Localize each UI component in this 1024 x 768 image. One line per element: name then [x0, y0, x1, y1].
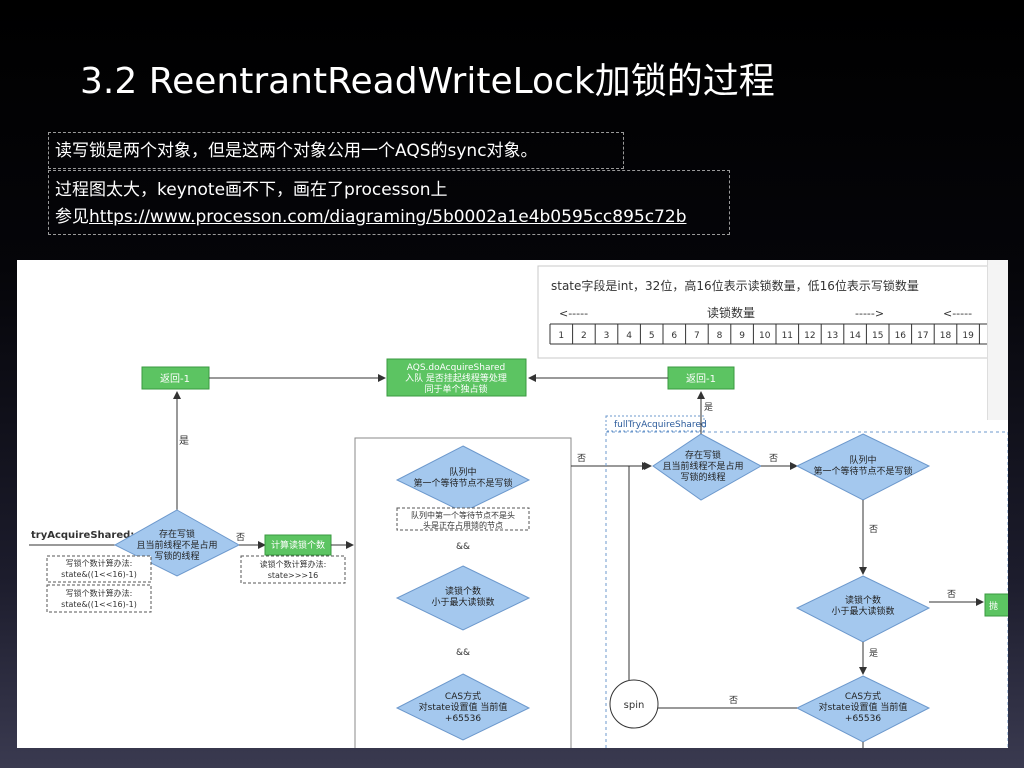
state-layout-box: [537, 265, 991, 359]
bit-cell-label: 3: [604, 331, 610, 341]
flowchart-svg: state字段是int，32位，高16位表示读锁数量，低16位表示写锁数量 <-…: [29, 265, 1008, 748]
entry-try-acquire-shared: tryAcquireShared:: [31, 530, 134, 541]
write-calc-note-2: [46, 584, 152, 613]
spin-label: spin: [624, 700, 645, 711]
fcas-line1: CAS方式: [845, 690, 881, 702]
bit-cell-label: 5: [649, 331, 655, 341]
aqs-line1: AQS.doAcquireShared: [407, 363, 505, 373]
bit-cell-label: 13: [827, 331, 838, 341]
spin-node: [609, 679, 659, 729]
cas-line3: +65536: [445, 714, 481, 724]
processon-toolstrip: [987, 260, 1008, 420]
q1-note-line2: 头是正在占用锁的节点: [423, 520, 503, 530]
aqs-line3: 同于单个独占锁: [424, 383, 487, 395]
throw-error-partial-label: 抛: [989, 600, 998, 612]
bit-cell-label: 10: [759, 331, 771, 341]
label-yes-d1: 是: [179, 435, 189, 447]
write-calc-note-1: [46, 555, 152, 583]
read-count-label: 读锁数量: [707, 305, 755, 320]
note-diagram-location: 过程图太大，keynote画不下，画在了processon上 参见https:/…: [48, 170, 730, 235]
rc-line2: 小于最大读锁数: [431, 596, 494, 608]
fcas-line3: +65536: [845, 714, 881, 724]
decision-read-count-below-max: [395, 565, 531, 631]
throw-error-box: [984, 593, 1008, 617]
full-try-label: fullTryAcquireShared: [614, 420, 707, 430]
bit-cells: 123456789101112131415161718192: [558, 324, 1003, 344]
write-calc2-line1: 写锁个数计算办法:: [66, 588, 133, 598]
read-calc-note: [240, 555, 346, 584]
fd1-line1: 存在写锁: [685, 449, 721, 461]
label-no-fq: 否: [869, 524, 878, 535]
rc-line1: 读锁个数: [445, 585, 481, 597]
full-try-acquire-shared-group: [605, 431, 1008, 748]
fd1-line3: 写锁的线程: [680, 471, 725, 483]
note-see-link-line: 参见https://www.processon.com/diagraming/5…: [55, 204, 723, 231]
bit-cell-label: 16: [895, 331, 907, 341]
q1-line2: 第一个等待节点不是写锁: [413, 477, 512, 489]
bit-cell-label: 9: [739, 331, 745, 341]
note-see-prefix: 参见: [55, 207, 89, 227]
bit-cell-label: 11: [782, 331, 793, 341]
fq-line1: 队列中: [849, 454, 876, 466]
bit-cell-label: 6: [671, 331, 677, 341]
label-no-full-d1: 否: [769, 453, 778, 464]
bit-cell-label: 19: [962, 331, 974, 341]
q1-note-line1: 队列中第一个等待节点不是头: [411, 510, 515, 520]
calc-read-label: 计算读锁个数: [271, 539, 325, 551]
d1-line2: 且当前线程不是占用: [136, 539, 217, 551]
label-no-frc: 否: [947, 589, 956, 600]
read-calc-line2: state>>>16: [268, 571, 319, 580]
flowchart-canvas: state字段是int，32位，高16位表示读锁数量，低16位表示写锁数量 <-…: [17, 260, 1008, 748]
note-shared-sync-text: 读写锁是两个对象，但是这两个对象公用一个AQS的sync对象。: [55, 141, 538, 161]
bit-cell-label: 15: [872, 331, 883, 341]
bit-cell-label: 7: [694, 331, 700, 341]
label-no-group: 否: [577, 453, 586, 464]
aqs-do-acquire-shared: [386, 358, 527, 397]
d1-line3: 写锁的线程: [154, 550, 199, 562]
d1-line1: 存在写锁: [159, 528, 195, 540]
write-calc1-line2: state&((1<<16)-1): [61, 570, 137, 579]
read-conditions-group: [354, 437, 572, 748]
bit-cell-label: 12: [804, 331, 815, 341]
decision-cas-state: [395, 673, 531, 741]
bit-cell-label: 4: [626, 331, 632, 341]
fcas-line2: 对state设置值 当前值: [819, 701, 908, 713]
cas-line2: 对state设置值 当前值: [419, 701, 508, 713]
aqs-line2: 入队 是否挂起线程等处理: [405, 372, 507, 384]
return-left-label: 返回-1: [160, 373, 190, 385]
state-description: state字段是int，32位，高16位表示读锁数量，低16位表示写锁数量: [551, 278, 919, 293]
cas-line1: CAS方式: [445, 690, 481, 702]
write-calc2-line2: state&((1<<16)-1): [61, 600, 137, 609]
label-yes-frc: 是: [869, 648, 878, 659]
full-try-label-box: [605, 415, 705, 432]
write-arrow-left: <-----: [943, 307, 972, 320]
bit-cell-label: 14: [849, 331, 861, 341]
label-yes-full-d1: 是: [704, 402, 713, 413]
q1-line1: 队列中: [449, 466, 476, 478]
and-operator-2: &&: [456, 648, 470, 658]
bit-cell-label: 1: [558, 331, 564, 341]
read-arrow-left: <-----: [559, 307, 588, 320]
slide-title: 3.2 ReentrantReadWriteLock加锁的过程: [80, 61, 775, 102]
fq-line2: 第一个等待节点不是写锁: [813, 465, 912, 477]
read-calc-line1: 读锁个数计算办法:: [260, 559, 327, 569]
note-shared-sync: 读写锁是两个对象，但是这两个对象公用一个AQS的sync对象。: [48, 132, 624, 169]
read-arrow-right: ----->: [855, 307, 884, 320]
and-operator-1: &&: [456, 542, 470, 552]
bit-cell-label: 8: [717, 331, 723, 341]
label-no-d1: 否: [236, 532, 245, 543]
processon-link[interactable]: https://www.processon.com/diagraming/5b0…: [89, 207, 687, 227]
note-diagram-too-large: 过程图太大，keynote画不下，画在了processon上: [55, 180, 448, 200]
return-right-label: 返回-1: [686, 373, 716, 385]
label-no-fcas: 否: [729, 695, 738, 706]
bit-cell-label: 17: [917, 331, 928, 341]
frc-line2: 小于最大读锁数: [831, 605, 894, 617]
queue-head-note: [396, 507, 530, 531]
decision-full-write-lock-held: [652, 433, 763, 501]
frc-line1: 读锁个数: [845, 594, 881, 606]
bit-cell-label: 2: [581, 331, 587, 341]
write-calc1-line1: 写锁个数计算办法:: [66, 558, 133, 568]
fd1-line2: 且当前线程不是占用: [662, 460, 743, 472]
bit-cell-label: 18: [940, 331, 952, 341]
